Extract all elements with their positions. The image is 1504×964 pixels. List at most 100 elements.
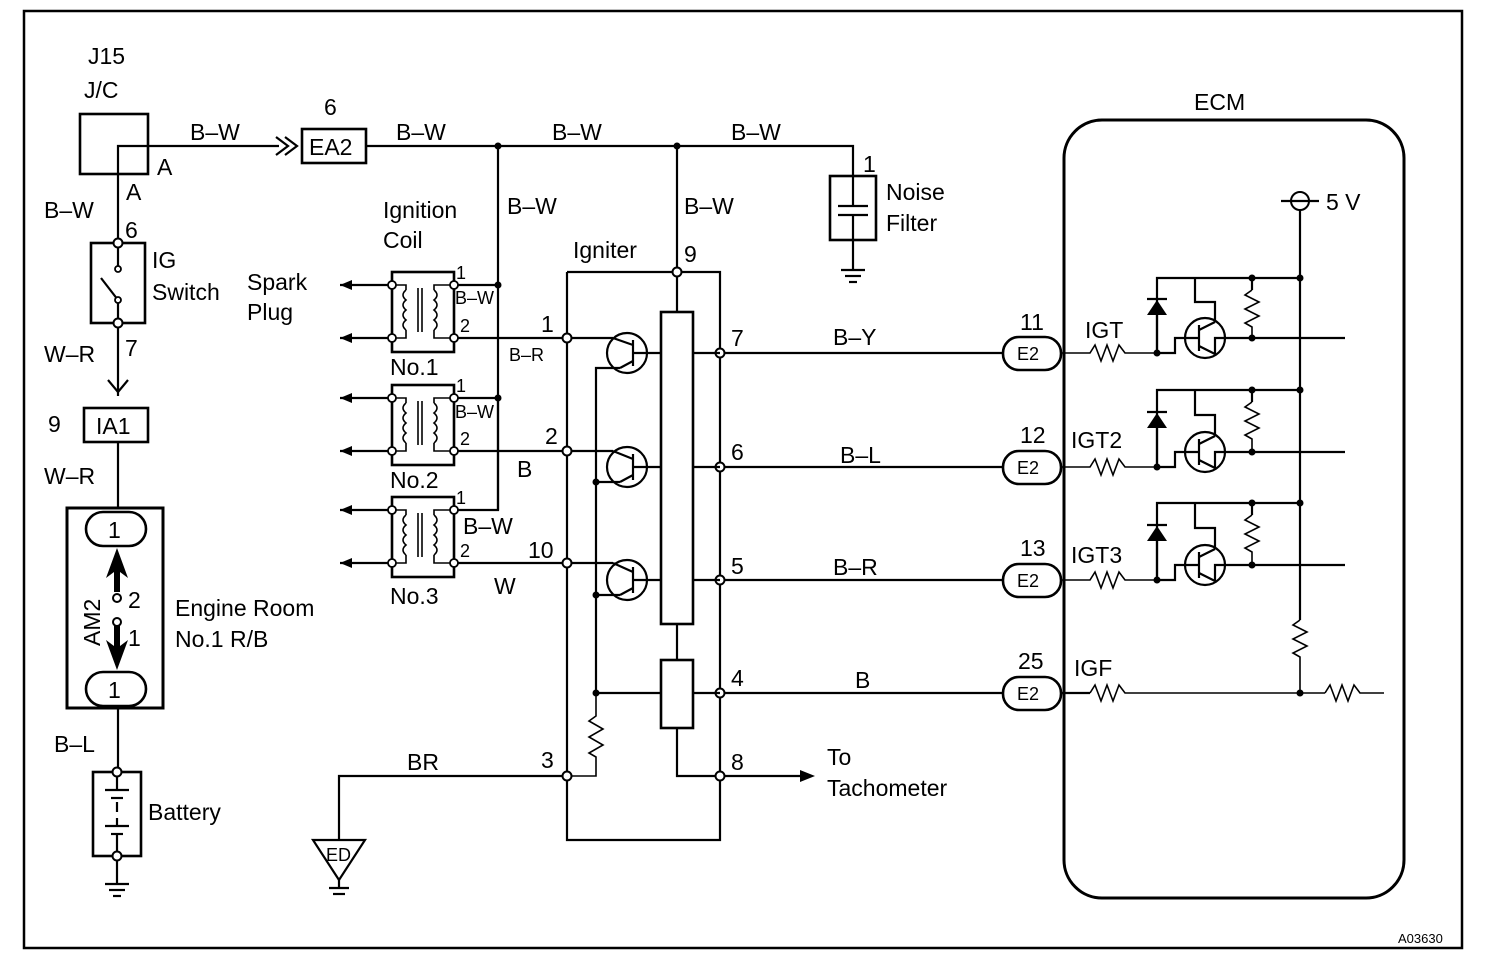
- noise-filter-line1: Noise: [886, 179, 945, 205]
- wire-jc-down: B–W: [44, 197, 94, 223]
- coil-3-pin2: 2: [460, 541, 470, 561]
- coil-1-pin2: 2: [460, 316, 470, 336]
- noise-filter-line2: Filter: [886, 210, 937, 236]
- wire-igt3: B–R: [833, 554, 878, 580]
- ig-switch-pin-out: 7: [125, 335, 138, 361]
- noise-filter-pin: 1: [863, 151, 876, 177]
- coil-2-pin2: 2: [460, 429, 470, 449]
- wire-ea2-right: B–W: [396, 119, 446, 145]
- rb-fuse-pin-a: 2: [128, 587, 141, 613]
- wire-igniter-feed: B–W: [684, 193, 734, 219]
- igniter-pin-8: 8: [731, 749, 744, 775]
- rb-pin-bottom: 1: [108, 677, 121, 703]
- ecm-title: ECM: [1194, 89, 1245, 115]
- igniter-pin-6: 6: [731, 439, 744, 465]
- rb-pin-top: 1: [108, 517, 121, 543]
- rb-fuse-pin-b: 1: [128, 625, 141, 651]
- ignition-coil-label-1: Ignition: [383, 197, 457, 223]
- noise-filter: 1 Noise Filter: [828, 151, 945, 284]
- wire-jc-out: B–W: [190, 119, 240, 145]
- spark-plug-label-2: Plug: [247, 299, 293, 325]
- rb-fuse-label: AM2: [79, 599, 105, 646]
- engine-room-relay-block: 1 1 2 1 AM2 Engine Room No.1 R/B: [65, 506, 314, 710]
- ecm-signal-igt: IGT: [1085, 317, 1123, 343]
- ignition-coil-label-2: Coil: [383, 227, 423, 253]
- jc-pin-in: A: [126, 179, 142, 205]
- wire-ground: BR: [407, 749, 439, 775]
- wire-coil2-bw: B–W: [455, 402, 494, 422]
- connector-ea2: EA2 6: [275, 94, 368, 165]
- ecm-pin-igt2: 12: [1020, 422, 1046, 448]
- ecm-driver-igt2: [1061, 386, 1345, 478]
- ignition-coil-2: No.2 1 2 B–W: [387, 376, 494, 493]
- connector-ia1: 9 IA1: [48, 406, 150, 444]
- wire-am2-out: B–L: [54, 731, 95, 757]
- ig-switch: 6 IG Switch 7: [89, 217, 220, 361]
- jc-name: J/C: [84, 77, 119, 103]
- ecm-connector-4: E2: [1017, 684, 1039, 704]
- battery-label: Battery: [148, 799, 221, 825]
- tachometer-label-2: Tachometer: [827, 775, 948, 801]
- wire-coil3-neg: W: [494, 573, 516, 599]
- ecm-connector-3: E2: [1017, 571, 1039, 591]
- jc-pin-out: A: [157, 154, 173, 180]
- wire-coil1-neg: B–R: [509, 345, 544, 365]
- ecm-signal-igt2: IGT2: [1071, 427, 1122, 453]
- battery: Battery: [91, 766, 221, 898]
- ea2-pin: 6: [324, 94, 337, 120]
- ecm-pin-igt: 11: [1020, 309, 1044, 335]
- ecm-connector-1: E2: [1017, 344, 1039, 364]
- ground-symbol-ed: ED: [310, 838, 368, 896]
- coil-1-pin1: 1: [456, 263, 466, 283]
- igniter: Igniter 9 1 2 10 3 7 6 5 4 8: [528, 237, 744, 842]
- coil-2-label: No.2: [390, 467, 439, 493]
- ia1-label: IA1: [96, 413, 131, 439]
- wire-igt: B–Y: [833, 324, 876, 350]
- wire-coil-feed: B–W: [507, 193, 557, 219]
- ecm-supply: 5 V: [1326, 189, 1361, 215]
- ignition-coil-3: No.3 1 2 B–W: [387, 488, 513, 609]
- igniter-pin-5: 5: [731, 553, 744, 579]
- ecm-driver-igt: [1061, 274, 1345, 364]
- figure-code: A03630: [1398, 931, 1443, 946]
- junction-connector-j15: J15 J/C A A B–W B–W: [44, 43, 279, 223]
- ig-switch-pin-in: 6: [125, 217, 138, 243]
- rb-label-2: No.1 R/B: [175, 626, 268, 652]
- wire-ia1-out: W–R: [44, 463, 95, 489]
- igniter-pin-3: 3: [541, 747, 554, 773]
- ecm-connector-2: E2: [1017, 458, 1039, 478]
- wire-coil1-bw: B–W: [455, 288, 494, 308]
- igniter-pin-7: 7: [731, 325, 744, 351]
- ecm-pin-igt3: 13: [1020, 535, 1046, 561]
- igniter-pin-2: 2: [545, 423, 558, 449]
- igniter-pin-1: 1: [541, 311, 554, 337]
- igniter-pin-4: 4: [731, 665, 744, 691]
- igniter-transistor-3: [571, 558, 661, 602]
- ig-switch-label-1: IG: [152, 247, 176, 273]
- tachometer-label-1: To: [827, 744, 851, 770]
- ig-switch-label-2: Switch: [152, 279, 220, 305]
- wire-igf: B: [855, 667, 870, 693]
- igniter-label: Igniter: [573, 237, 637, 263]
- ecm-pin-igf: 25: [1018, 648, 1044, 674]
- ground-label: ED: [326, 845, 351, 865]
- spark-plug-label-1: Spark: [247, 269, 308, 295]
- diagram-frame: [22, 9, 1464, 950]
- coil-1-label: No.1: [390, 354, 439, 380]
- igniter-pin-9: 9: [684, 241, 697, 267]
- igniter-transistor-2: [571, 445, 661, 489]
- igniter-transistor-1: [571, 331, 661, 375]
- wire-coil3-bw: B–W: [463, 513, 513, 539]
- wire-coil2-neg: B: [517, 456, 532, 482]
- ecm-signal-igf: IGF: [1074, 655, 1112, 681]
- wire-igt2: B–L: [840, 442, 881, 468]
- coil-3-label: No.3: [390, 583, 439, 609]
- ecm: ECM E2 E2 E2 E2 11 12 13 25 IGT IGT2 IGT…: [1001, 89, 1406, 900]
- coil-2-pin1: 1: [456, 376, 466, 396]
- coil-3-pin1: 1: [456, 488, 466, 508]
- ecm-signal-igt3: IGT3: [1071, 542, 1122, 568]
- igniter-pin-10: 10: [528, 537, 554, 563]
- wire-top-right: B–W: [731, 119, 781, 145]
- ignition-coil-1: No.1 1 2 B–W: [387, 263, 494, 380]
